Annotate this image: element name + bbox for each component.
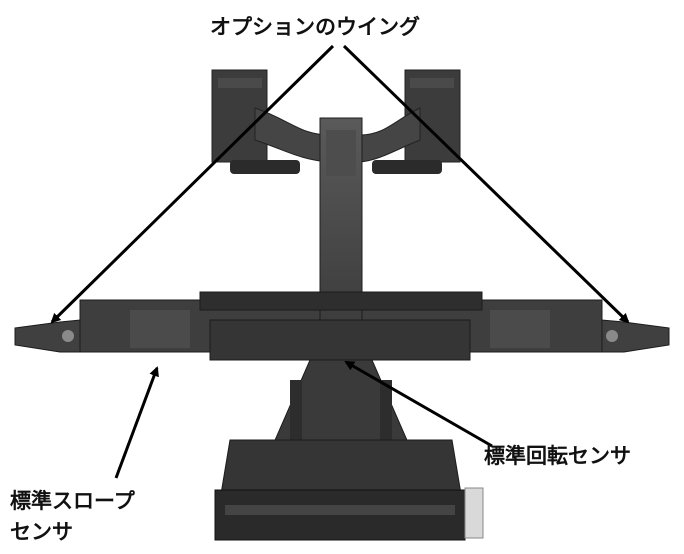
arrow-wing-right (342, 44, 630, 324)
screed-body (14, 291, 670, 361)
tow-frame (214, 359, 484, 541)
standard-rotation-sensor-label: 標準回転センサ (484, 444, 631, 468)
slope-sensor-line1: 標準スロープ (10, 489, 135, 513)
arrow-slope-sensor (114, 366, 159, 479)
arrow-rotation-sensor (344, 360, 493, 448)
optional-wings-label: オプションのウイング (210, 15, 420, 39)
callout-arrows (50, 44, 630, 479)
slope-sensor-line2: センサ (10, 520, 73, 544)
standard-slope-sensor-label: 標準スロープ センサ (10, 486, 135, 548)
arrow-wing-left (50, 44, 335, 324)
